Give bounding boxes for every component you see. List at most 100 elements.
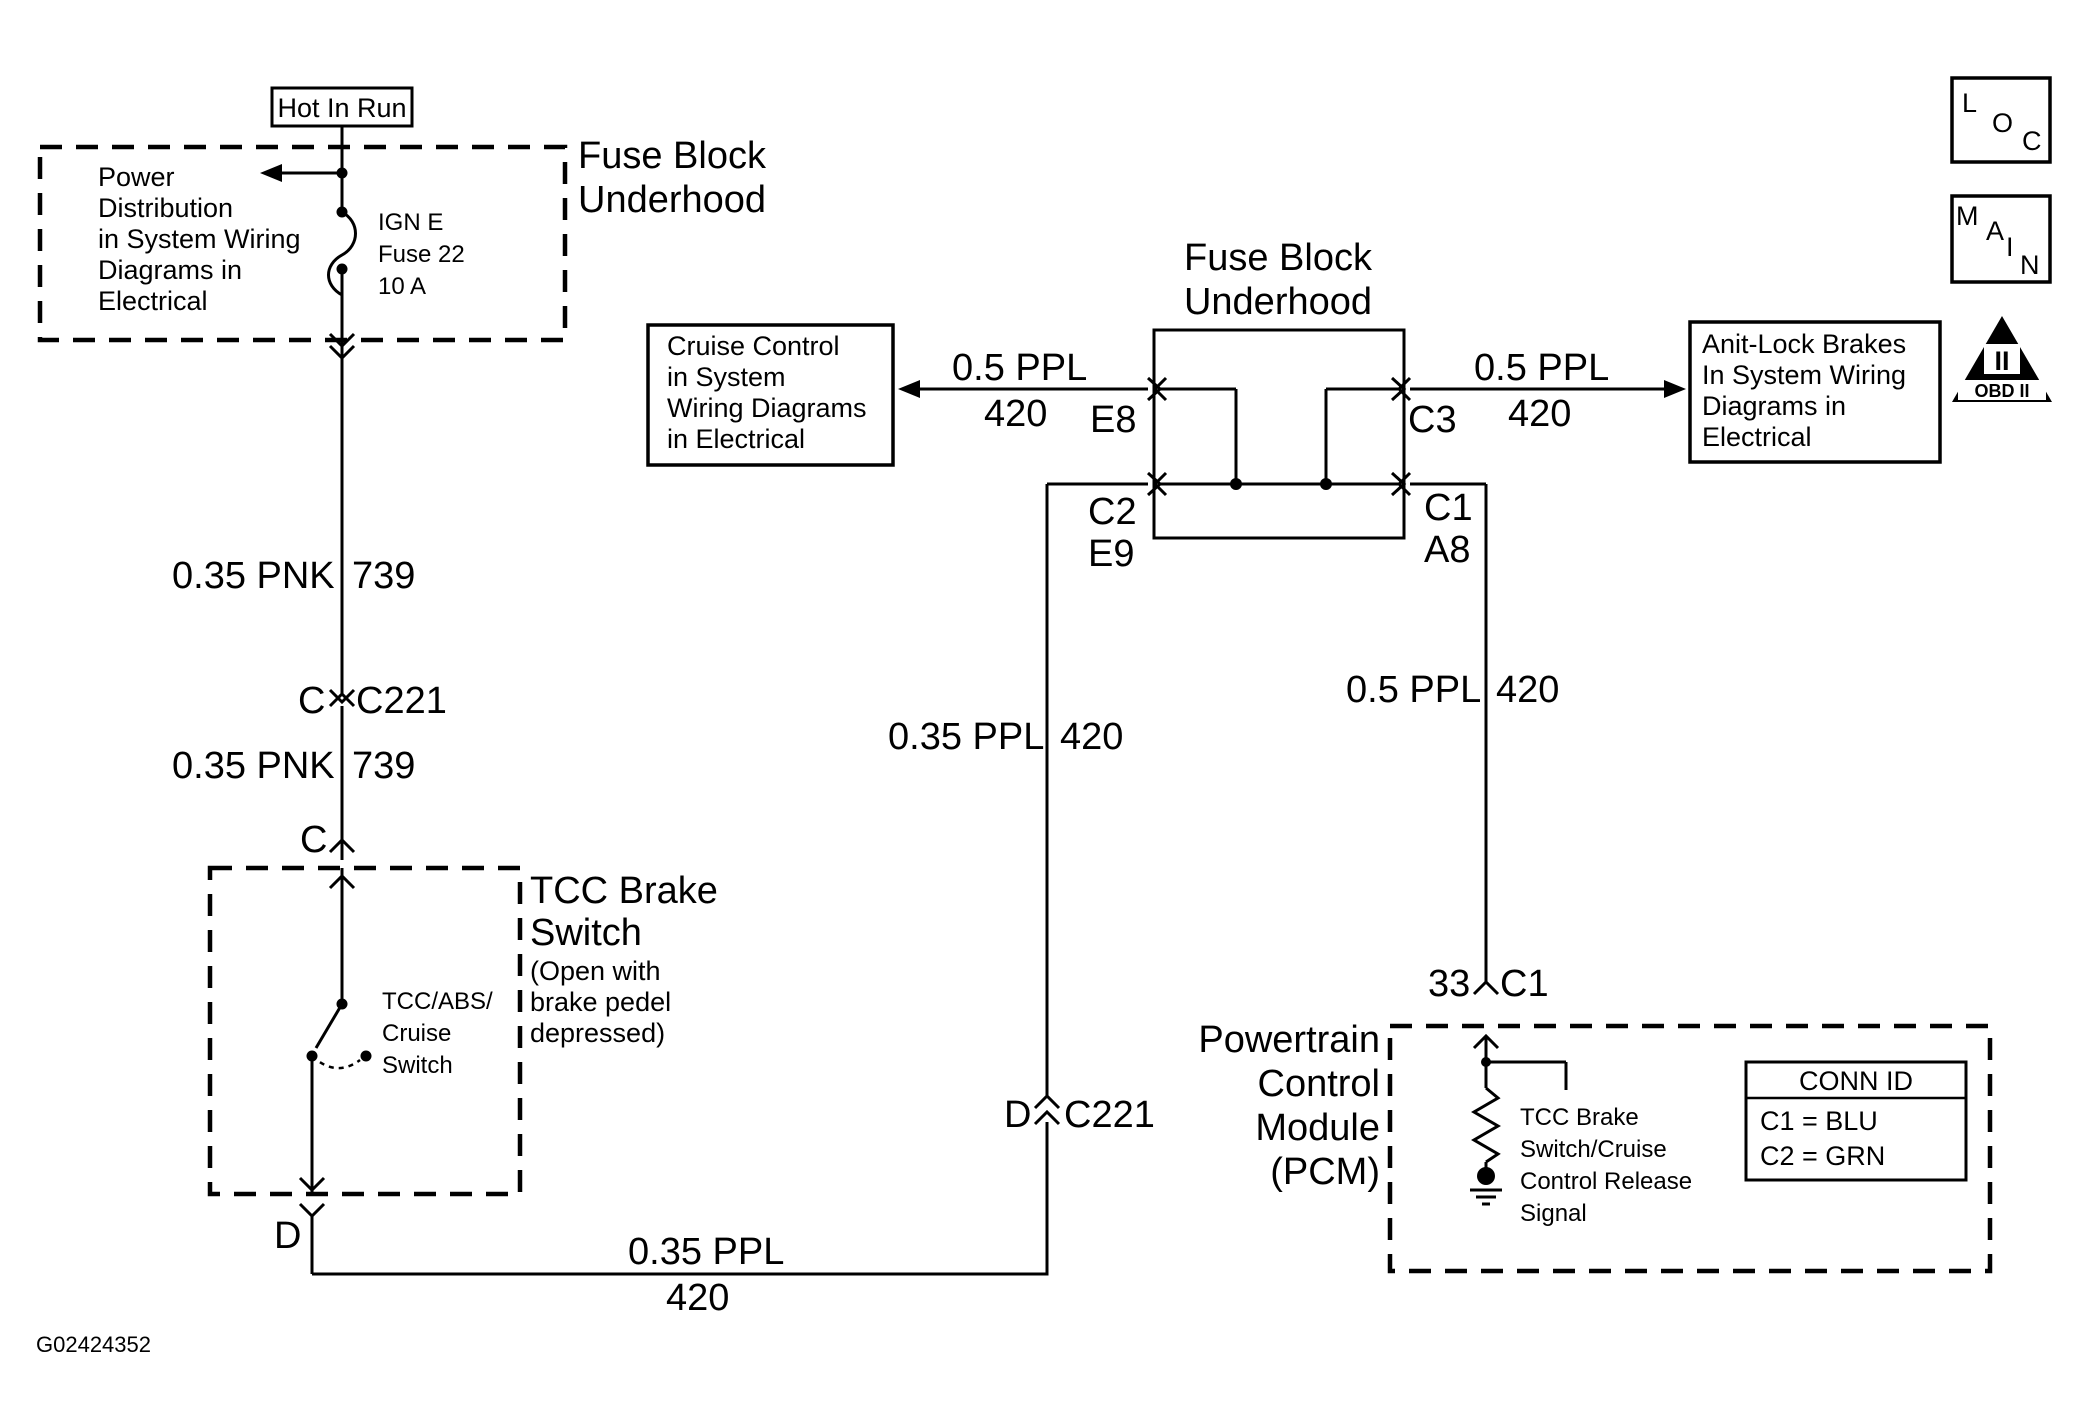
tcc-note-line1: (Open with bbox=[530, 956, 661, 986]
connector-e8-icon bbox=[1152, 376, 1168, 402]
fuse-block-top-line1: Fuse Block bbox=[578, 135, 767, 177]
power-dist-line3: in System Wiring bbox=[98, 224, 301, 254]
hot-in-run-text: Hot In Run bbox=[277, 93, 406, 123]
switch-label-line1: TCC/ABS/ bbox=[382, 988, 493, 1015]
abs-label: Anit-Lock Brakes In System Wiring Diagra… bbox=[1702, 329, 1906, 452]
tcc-switch-outline bbox=[207, 865, 523, 1197]
conn-id-table: CONN ID C1 = BLU C2 = GRN bbox=[1744, 1060, 1968, 1182]
loc-letter-o: O bbox=[1992, 108, 2013, 138]
fuse-block-top-line2: Underhood bbox=[578, 179, 766, 221]
left-lower-gauge: 0.35 PNK bbox=[172, 745, 335, 787]
c221-name: C221 bbox=[356, 680, 447, 722]
arrow-up-icon bbox=[328, 873, 356, 890]
main-letter-n: N bbox=[2020, 250, 2040, 280]
power-dist-line2: Distribution bbox=[98, 193, 233, 223]
tcc-switch-label: TCC/ABS/ Cruise Switch bbox=[382, 988, 493, 1079]
obd-roman: II bbox=[1994, 346, 2009, 376]
pcm-title-line4: (PCM) bbox=[1270, 1151, 1380, 1193]
abs-arrow-wire bbox=[1410, 380, 1686, 398]
arrow-right-icon bbox=[1664, 380, 1686, 398]
connector-c221-icon bbox=[1033, 1093, 1061, 1126]
fuse-label: IGN E Fuse 22 10 A bbox=[378, 209, 465, 300]
switch-contact-dot bbox=[360, 1050, 372, 1062]
arrow-left-icon bbox=[260, 164, 282, 182]
abs-line1: Anit-Lock Brakes bbox=[1702, 329, 1906, 359]
main-letter-m: M bbox=[1956, 201, 1979, 231]
pcm-pin: 33 bbox=[1428, 963, 1470, 1005]
fuse-line2: Fuse 22 bbox=[378, 241, 465, 268]
connector-c1-icon bbox=[1472, 979, 1500, 996]
connector-chevron-icon bbox=[328, 332, 356, 361]
signal-line3: Control Release bbox=[1520, 1168, 1692, 1195]
figure-id: G02424352 bbox=[36, 1332, 151, 1357]
mid-c221-pin: D bbox=[1004, 1094, 1031, 1136]
center-title-line1: Fuse Block bbox=[1184, 237, 1373, 279]
pin-d: D bbox=[274, 1215, 301, 1257]
pin-c2: C2 bbox=[1088, 491, 1137, 533]
switch-label-line3: Switch bbox=[382, 1052, 453, 1079]
c221-pin: C bbox=[298, 680, 325, 722]
power-distribution-label: Power Distribution in System Wiring Diag… bbox=[98, 162, 301, 316]
pin-c1: C1 bbox=[1424, 487, 1473, 529]
abs-wire-gauge: 0.5 PPL bbox=[1474, 347, 1609, 389]
center-title-line2: Underhood bbox=[1184, 281, 1372, 323]
fuse-line3: 10 A bbox=[378, 273, 426, 300]
cruise-wire-gauge: 0.5 PPL bbox=[952, 347, 1087, 389]
bottom-wire-circuit: 420 bbox=[666, 1277, 729, 1319]
loc-letter-l: L bbox=[1962, 88, 1977, 118]
switch-mechanical-link bbox=[311, 1055, 361, 1070]
pin-c: C bbox=[300, 819, 327, 861]
fuse-block-center-title: Fuse Block Underhood bbox=[1184, 237, 1373, 323]
mid-wire-circuit: 420 bbox=[1060, 716, 1123, 758]
pcm-title-line1: Powertrain bbox=[1198, 1019, 1380, 1061]
switch-blade bbox=[314, 1003, 344, 1049]
cruise-wire-circuit: 420 bbox=[984, 393, 1047, 435]
abs-line3: Diagrams in bbox=[1702, 391, 1846, 421]
mid-wire-gauge: 0.35 PPL bbox=[888, 716, 1044, 758]
cruise-line1: Cruise Control bbox=[667, 331, 840, 361]
connector-c2-icon bbox=[1146, 471, 1163, 497]
main-letter-i: I bbox=[2006, 232, 2014, 262]
bottom-wire bbox=[312, 1122, 1049, 1276]
tcc-switch-title: TCC Brake Switch (Open with brake pedel … bbox=[530, 870, 718, 1048]
connector-c2-icon bbox=[1152, 471, 1168, 497]
tcc-note-line2: brake pedel bbox=[530, 987, 671, 1017]
signal-line1: TCC Brake bbox=[1520, 1104, 1639, 1131]
pcm-wire-circuit: 420 bbox=[1496, 669, 1559, 711]
pcm-internal-circuit bbox=[1470, 1033, 1568, 1206]
left-upper-circuit: 739 bbox=[352, 555, 415, 597]
connector-c221-icon bbox=[328, 688, 356, 708]
loc-icon: L O C bbox=[1950, 76, 2052, 164]
main-letter-a: A bbox=[1986, 216, 2004, 246]
power-dist-line5: Electrical bbox=[98, 286, 208, 316]
hot-in-run-label: Hot In Run bbox=[270, 86, 414, 128]
arrow-left-icon bbox=[898, 380, 920, 398]
signal-line2: Switch/Cruise bbox=[1520, 1136, 1667, 1163]
obd-text: OBD II bbox=[1974, 381, 2029, 401]
abs-line2: In System Wiring bbox=[1702, 360, 1906, 390]
mid-wire bbox=[1033, 482, 1148, 1126]
cruise-control-label: Cruise Control in System Wiring Diagrams… bbox=[667, 331, 867, 454]
tcc-note-line3: depressed) bbox=[530, 1018, 665, 1048]
main-icon: M A I N bbox=[1950, 194, 2052, 284]
mid-c221-name: C221 bbox=[1064, 1094, 1155, 1136]
switch-label-line2: Cruise bbox=[382, 1020, 451, 1047]
left-upper-gauge: 0.35 PNK bbox=[172, 555, 335, 597]
tcc-switch-circuit bbox=[298, 868, 372, 1274]
abs-line4: Electrical bbox=[1702, 422, 1812, 452]
pin-e9: E9 bbox=[1088, 533, 1134, 575]
cruise-arrow-wire bbox=[898, 380, 1148, 398]
connector-c1-icon bbox=[1390, 471, 1407, 497]
signal-line4: Signal bbox=[1520, 1200, 1587, 1227]
abs-box bbox=[1688, 320, 1942, 464]
conn-id-row2: C2 = GRN bbox=[1760, 1141, 1885, 1171]
cruise-control-box bbox=[646, 323, 895, 467]
fuse-icon bbox=[327, 210, 357, 297]
tcc-title-line1: TCC Brake bbox=[530, 870, 718, 912]
splice-dot bbox=[1230, 478, 1242, 490]
pcm-signal-label: TCC Brake Switch/Cruise Control Release … bbox=[1520, 1104, 1692, 1227]
pin-e8: E8 bbox=[1090, 399, 1136, 441]
power-dist-line4: Diagrams in bbox=[98, 255, 242, 285]
cruise-line2: in System bbox=[667, 362, 786, 392]
